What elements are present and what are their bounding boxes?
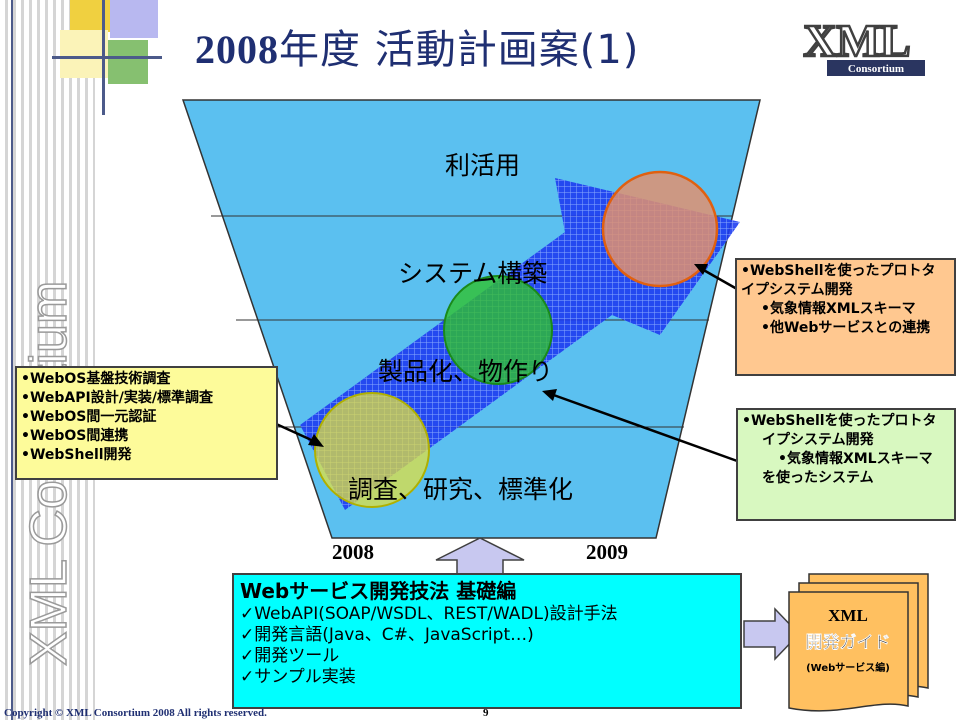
side-line [11,0,13,720]
circle-research [314,392,430,508]
note-line: •WebAPI設計/実装/標準調査 [21,390,213,406]
note-line: •気象情報XMLスキーマ [761,301,916,317]
logo-text: XML [803,15,910,66]
deco-square-green [108,40,148,84]
right-arrow [743,607,801,661]
title-suffix: (1) [579,27,640,73]
circle-system [601,170,719,288]
note-line: •気象情報XMLスキーマ [778,451,933,467]
guide-item: ✓開発ツール [240,646,340,666]
note-line: •WebShellを使ったプロトタ [742,413,937,429]
layer-label-system: システム構築 [398,259,548,288]
note-line: •他Webサービスとの連携 [761,320,931,336]
page-title: 2008年度 活動計画案(1) [195,17,639,75]
pointer-right1 [699,266,738,291]
guide-box: Webサービス開発技法 基礎編 ✓WebAPI(SOAP/WSDL、REST/W… [232,573,742,709]
note-line: •WebShellを使ったプロトタ [741,263,936,279]
guide-item: ✓WebAPI(SOAP/WSDL、REST/WADL)設計手法 [240,604,618,624]
year-start: 2008 [332,540,374,564]
layer-label-utilization: 利活用 [445,151,521,180]
guide-heading: Webサービス開発技法 基礎編 [240,579,517,603]
deco-square-cream [60,30,108,78]
logo-sub-bar [827,60,925,76]
note-system: •WebShellを使ったプロトタ イプシステム開発 •気象情報XMLスキーマ … [735,258,956,376]
note-line: •WebOS間一元認証 [21,409,157,425]
book-line1: XML [828,606,868,625]
logo-sub-text: Consortium [848,63,904,75]
note-line: を使ったシステム [762,470,874,486]
layer-label-research: 調査、研究、標準化 [348,475,574,504]
note-line: イプシステム開発 [762,432,874,448]
book-line2: 開発ガイド [806,632,891,653]
title-year: 2008 [195,27,279,72]
guide-book-icon: XML 開発ガイド (Webサービス編) [788,573,929,712]
note-line: •WebOS間連携 [21,428,129,444]
up-arrow [435,537,525,575]
copyright: Copyright © XML Consortium 2008 All righ… [4,707,267,719]
note-line: イプシステム開発 [741,282,853,298]
guide-item: ✓開発言語(Java、C#、JavaScript…) [240,625,534,645]
book-line3: (Webサービス編) [806,661,890,674]
note-line: •WebShell開発 [21,447,132,463]
note-research: •WebOS基盤技術調査 •WebAPI設計/実装/標準調査 •WebOS間一元… [15,366,278,480]
side-stripes [0,0,95,720]
page-number: 9 [483,707,489,719]
deco-square-purple [110,0,158,38]
guide-item: ✓サンプル実装 [240,667,356,687]
title-text: 年度 活動計画案 [279,27,580,73]
xml-consortium-logo: XML Consortium [785,12,930,84]
year-end: 2009 [586,540,628,564]
note-product: •WebShellを使ったプロトタ イプシステム開発 •気象情報XMLスキーマ … [736,408,956,521]
layer-label-product: 製品化、物作り [378,357,554,386]
circle-product [443,275,553,385]
note-line: •WebOS基盤技術調査 [21,371,171,387]
deco-cross-horizontal [52,56,162,59]
pointer-right2 [547,391,741,464]
